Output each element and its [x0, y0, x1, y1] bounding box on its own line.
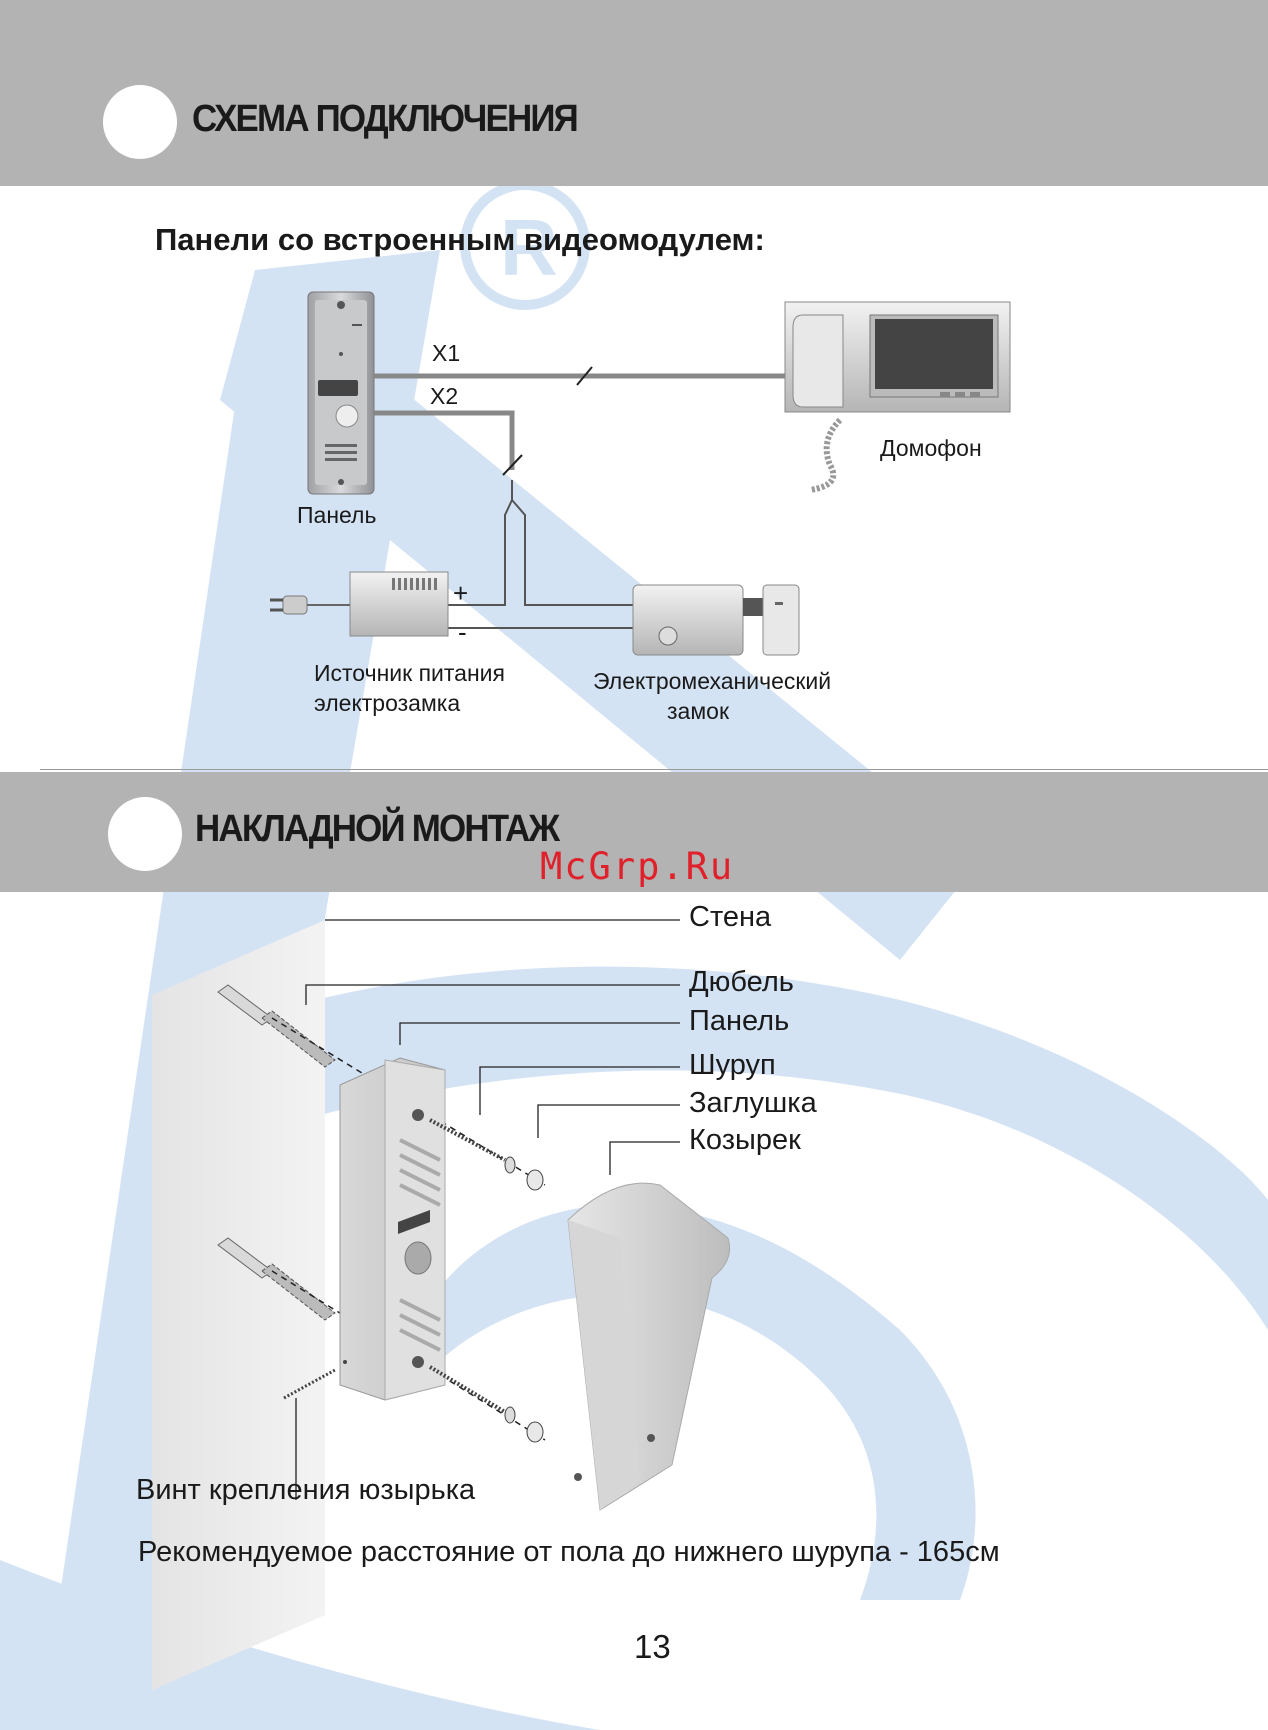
installation-note: Рекомендуемое расстояние от пола до нижн…: [138, 1536, 1000, 1569]
panel-mount-label: Панель: [689, 1005, 789, 1038]
visor-label: Козырек: [689, 1124, 801, 1157]
wall-label: Стена: [689, 901, 771, 934]
screw-parts: [430, 1120, 543, 1442]
panel-body: [340, 1058, 445, 1400]
visor-part: [568, 1183, 730, 1510]
dowel-label: Дюбель: [689, 966, 794, 999]
page-number: 13: [634, 1628, 671, 1666]
plug-label: Заглушка: [689, 1087, 817, 1120]
visor-screw-label: Винт крепления юзырька: [136, 1474, 475, 1507]
screw-label: Шуруп: [689, 1049, 776, 1082]
